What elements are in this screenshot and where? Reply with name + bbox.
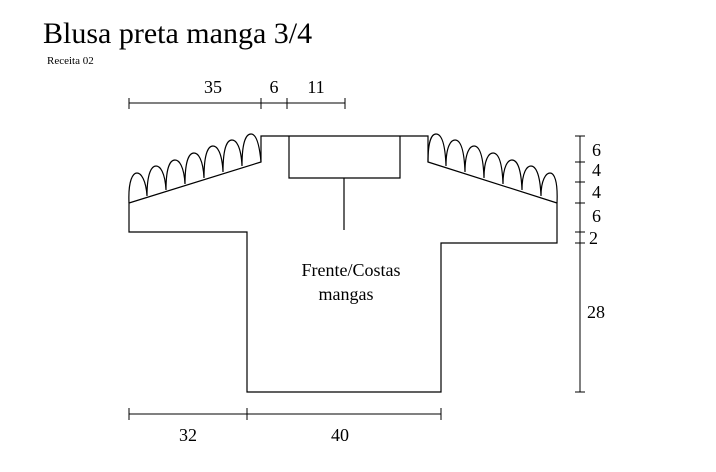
bottom-dim-32: 32 <box>179 425 197 445</box>
label-frente-costas: Frente/Costas <box>302 260 401 280</box>
right-dim-6b: 6 <box>592 206 601 226</box>
bottom-dim-40: 40 <box>331 425 349 445</box>
bottom-dimension-line <box>128 408 442 420</box>
right-dimension-line <box>575 135 585 393</box>
right-scallop-edge <box>427 133 558 204</box>
top-dimension-line <box>128 98 346 109</box>
diagram-title: Blusa preta manga 3/4 <box>43 17 312 50</box>
top-dim-6: 6 <box>270 77 279 97</box>
right-dim-28: 28 <box>587 302 605 322</box>
label-mangas: mangas <box>319 284 374 304</box>
right-dim-6a: 6 <box>592 140 601 160</box>
top-dim-11: 11 <box>307 77 324 97</box>
garment-outline <box>128 135 558 393</box>
right-dim-2: 2 <box>589 228 598 248</box>
top-dim-35: 35 <box>204 77 222 97</box>
neckline-box <box>288 136 401 179</box>
right-dim-4b: 4 <box>592 182 601 202</box>
diagram-subtitle: Receita 02 <box>47 55 94 67</box>
left-scallop-edge <box>128 133 262 204</box>
right-dim-4a: 4 <box>592 160 601 180</box>
